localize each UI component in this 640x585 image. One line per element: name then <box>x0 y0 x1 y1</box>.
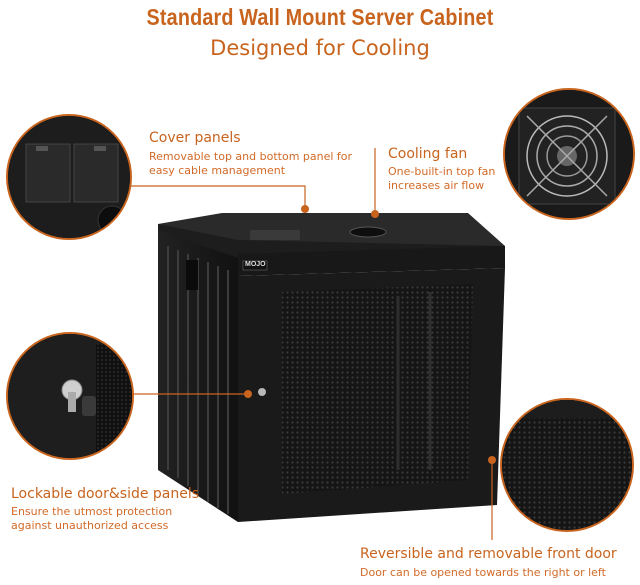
cooling-fan-title: Cooling fan <box>388 146 468 162</box>
page-title: Standard Wall Mount Server Cabinet <box>146 4 494 30</box>
cooling-fan-desc-1: One-built-in top fan <box>388 165 496 178</box>
cover-panels-desc-1: Removable top and bottom panel for <box>149 150 353 163</box>
top-cover-panel <box>250 230 300 240</box>
lock-detail-image <box>6 332 134 460</box>
side-lock-latch <box>186 260 198 290</box>
front-door-mesh <box>282 284 473 494</box>
brand-logo: MOJO <box>245 261 266 268</box>
cover-panels-title: Cover panels <box>149 130 241 146</box>
front-door-title: Reversible and removable front door <box>360 546 617 562</box>
cooling-fan-detail-image <box>503 88 635 220</box>
cover-panels-detail-image <box>6 114 132 240</box>
page-subtitle: Designed for Cooling <box>210 36 430 60</box>
lockable-door-desc-2: against unauthorized access <box>11 519 169 532</box>
top-fan-vent <box>349 226 387 238</box>
cooling-fan-desc-2: increases air flow <box>388 179 485 192</box>
front-door-detail-image <box>500 398 634 532</box>
cover-panels-desc-2: easy cable management <box>149 164 286 177</box>
lockable-door-desc-1: Ensure the utmost protection <box>11 505 173 518</box>
lockable-door-title: Lockable door&side panels <box>11 486 200 502</box>
door-lock-icon <box>258 388 266 396</box>
front-door-desc-1: Door can be opened towards the right or … <box>360 566 606 579</box>
server-cabinet <box>158 213 505 522</box>
